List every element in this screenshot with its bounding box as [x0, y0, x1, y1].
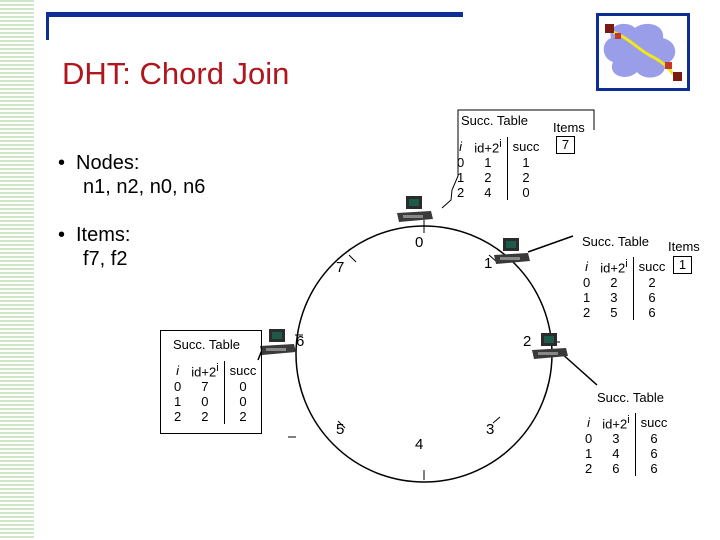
left-stripe-decoration: [0, 0, 34, 540]
ring-id-4: 4: [415, 436, 424, 453]
ring-tick: [337, 420, 346, 429]
connector-line: [559, 351, 598, 386]
node-n2-computer-icon: [530, 332, 568, 365]
items-n1-box: 7: [556, 136, 575, 154]
items-n0-label: Items: [668, 239, 700, 254]
header-id: id+2i: [474, 138, 502, 156]
ring-id-0: 0: [415, 234, 424, 251]
succ-table-n1-title: Succ. Table: [461, 113, 528, 128]
bullet-glyph: •: [58, 152, 66, 174]
ring-id-3: 3: [486, 421, 495, 438]
bullet-nodes: • Nodes: n1, n2, n0, n6: [58, 151, 205, 199]
connector-line: [441, 109, 595, 209]
node-n6-computer-icon: [258, 328, 296, 361]
node-n1-computer-icon: [492, 237, 530, 270]
network-cloud-icon: [596, 13, 690, 91]
header-i: i: [459, 138, 463, 154]
node-n0-computer-icon: [395, 195, 433, 228]
succ-table-n6-title: Succ. Table: [173, 337, 240, 352]
ring-id-6: 6: [296, 333, 305, 350]
bullet-nodes-detail: n1, n2, n0, n6: [83, 176, 206, 198]
ring-id-1: 1: [484, 255, 493, 272]
items-n1-label: Items: [553, 120, 585, 135]
succ-table-n0-title: Succ. Table: [582, 234, 649, 249]
header-succ: succ: [506, 137, 545, 156]
items-n0-box: 1: [673, 256, 692, 274]
ring-tick: [348, 254, 357, 263]
slide-title: DHT: Chord Join: [62, 56, 290, 91]
bullet-glyph: •: [58, 224, 66, 246]
ring-id-7: 7: [336, 259, 345, 276]
bullet-items: • Items: f7, f2: [58, 223, 130, 271]
connector-line: [527, 235, 574, 253]
ring-tick: [492, 416, 501, 424]
accent-bar-vertical: [46, 12, 49, 40]
bullet-nodes-label: Nodes:: [76, 152, 140, 174]
ring-id-5: 5: [336, 421, 345, 438]
ring-id-2: 2: [523, 333, 532, 350]
bullet-items-label: Items:: [76, 224, 131, 246]
succ-table-n2-title: Succ. Table: [597, 390, 664, 405]
bullet-items-detail: f7, f2: [83, 248, 128, 270]
top-accent-bar: [46, 12, 463, 17]
